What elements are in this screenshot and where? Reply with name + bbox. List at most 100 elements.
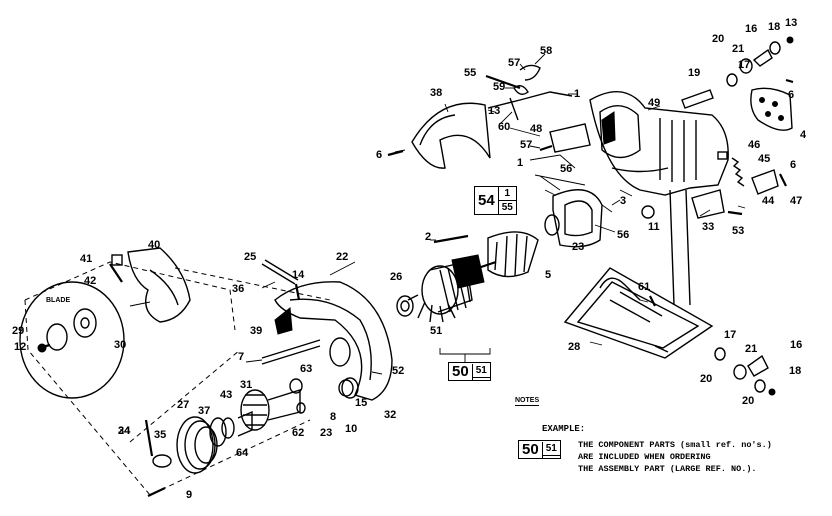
nut-20	[739, 58, 753, 74]
callout-33: 33	[702, 221, 715, 233]
link-13	[487, 91, 573, 109]
spindle-64	[237, 410, 253, 437]
callout-59: 59	[493, 81, 506, 93]
rod-55	[485, 74, 521, 90]
example-box: 50 51	[518, 440, 561, 459]
spring-57	[519, 64, 541, 81]
assembly-box-field: 54 1 55	[474, 186, 517, 215]
lever-21	[752, 48, 773, 67]
callout-43: 43	[220, 389, 233, 401]
blade	[19, 281, 125, 399]
blade-bolt-head	[37, 343, 47, 353]
upper-guard-38	[411, 102, 491, 169]
base-bracket	[599, 277, 641, 301]
housing-vents	[611, 167, 669, 173]
callout-3: 3	[620, 195, 627, 207]
callout-44: 44	[762, 195, 775, 207]
base-plate	[563, 267, 714, 359]
callout-56a: 56	[560, 163, 573, 175]
depth-bracket	[691, 189, 725, 219]
notes-title: NOTES	[515, 397, 540, 406]
washer-26-inner	[400, 300, 410, 312]
callout-61: 61	[638, 281, 651, 293]
screw-2	[433, 234, 469, 244]
callout-21a: 21	[732, 43, 745, 55]
callout-28: 28	[568, 341, 581, 353]
callout-34b: 34	[118, 425, 131, 437]
nut-46	[717, 151, 728, 160]
gear	[240, 389, 270, 431]
bearing-27-inner	[194, 426, 218, 464]
spring-45	[731, 157, 745, 187]
callout-4: 4	[800, 129, 807, 141]
callout-40: 40	[148, 239, 161, 251]
assembly-box-armature: 50 51	[448, 362, 491, 381]
blade-boundary	[24, 261, 331, 496]
clamp-56	[594, 224, 616, 233]
callout-23a: 23	[572, 241, 585, 253]
callout-17a: 17	[738, 59, 751, 71]
callout-57b: 57	[508, 57, 521, 69]
callout-7: 7	[238, 351, 245, 363]
callout-20b: 20	[700, 373, 713, 385]
washer-hub	[80, 317, 90, 329]
bearing-27	[176, 416, 214, 474]
screw-14	[294, 283, 301, 301]
callout-55: 55	[464, 67, 477, 79]
screw-9	[147, 487, 166, 497]
upper-guard-edge	[289, 298, 372, 381]
housing-boss	[329, 337, 351, 367]
callout-46: 46	[748, 139, 761, 151]
callout-58: 58	[540, 45, 553, 57]
screw-61	[649, 295, 656, 307]
callout-25: 25	[244, 251, 257, 263]
knob-44	[751, 169, 779, 195]
callout-31: 31	[240, 379, 253, 391]
callout-6b: 6	[788, 89, 795, 101]
cover-screw-a	[759, 97, 765, 103]
housing-ribs	[659, 118, 697, 182]
screw-6b	[785, 78, 794, 84]
callout-13b: 13	[785, 17, 798, 29]
assembly-box-armature-top: 51	[472, 364, 490, 378]
callout-48: 48	[530, 123, 543, 135]
callout-14: 14	[292, 269, 305, 281]
callout-1b: 1	[517, 157, 524, 169]
link-60	[509, 97, 519, 121]
lever-knob	[111, 254, 123, 266]
nut-20b	[769, 41, 781, 55]
assembly-box-armature-fraction: 51	[471, 363, 490, 380]
screw-53	[727, 210, 743, 216]
callout-64: 64	[236, 447, 249, 459]
washer-15	[338, 379, 354, 397]
nut-17b	[714, 347, 726, 361]
callout-5: 5	[545, 269, 552, 281]
switch-leads	[529, 154, 586, 186]
callout-35: 35	[154, 429, 167, 441]
callout-37: 37	[198, 405, 211, 417]
callout-53: 53	[732, 225, 745, 237]
bracket-59	[513, 85, 529, 95]
callout-9: 9	[186, 489, 193, 501]
callout-62: 62	[292, 427, 305, 439]
screw-18b	[768, 388, 776, 396]
callout-30: 30	[114, 339, 127, 351]
callout-29: 29	[12, 325, 25, 337]
callout-6a: 6	[376, 149, 383, 161]
shaft	[261, 339, 321, 365]
callout-41: 41	[80, 253, 93, 265]
switch	[549, 123, 591, 153]
callout-17b: 17	[724, 329, 737, 341]
outer-washer	[46, 323, 68, 351]
nut-20c	[733, 364, 747, 380]
callout-8: 8	[330, 411, 337, 423]
upper-guard	[274, 281, 393, 401]
bearing-37-inner	[221, 417, 235, 439]
assembly-box-field-bottom: 55	[501, 202, 513, 213]
callout-21b: 21	[745, 343, 758, 355]
bearing-23	[296, 402, 306, 414]
example-box-top: 51	[542, 442, 560, 456]
callout-47: 47	[790, 195, 803, 207]
callout-13a: 13	[488, 105, 501, 117]
bearing-37	[209, 417, 227, 447]
